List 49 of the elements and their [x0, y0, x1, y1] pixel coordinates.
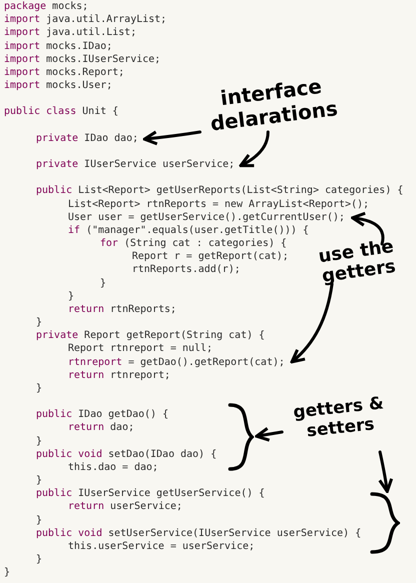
code-line: User user = getUserService().getCurrentUser(); — [68, 210, 345, 224]
code-line: Report r = getReport(cat); — [132, 250, 289, 264]
code-line: } — [36, 553, 42, 566]
code-line: public List<Report> getUserReports(List<String> categories) { — [36, 184, 404, 198]
arrow — [290, 282, 334, 364]
code-line: import java.util.ArrayList; — [4, 13, 167, 26]
code-line: package mocks; — [4, 0, 88, 13]
code-line: import mocks.User; — [4, 79, 112, 92]
code-line: } — [100, 276, 106, 290]
arrow — [143, 130, 202, 146]
arrow — [239, 130, 270, 168]
code-line: import mocks.Report; — [4, 66, 124, 79]
code-line: public IUserService getUserService() { — [36, 487, 265, 500]
code-line: import java.util.List; — [4, 26, 136, 40]
code-line: import mocks.IDao; — [4, 40, 112, 52]
code-line: } — [68, 290, 74, 303]
handwritten-note: getters & setters — [270, 391, 409, 445]
code-line: } — [36, 382, 42, 395]
code-line: } — [4, 566, 10, 580]
code-line: if ("manager".equals(user.getTitle())) { — [68, 224, 309, 237]
code-line: } — [36, 514, 42, 527]
code-line: return rtnReports; — [68, 302, 176, 316]
code-line: public void setDao(IDao dao) { — [36, 448, 217, 461]
code-line: return dao; — [68, 421, 134, 434]
code-line: return rtnreport; — [68, 368, 170, 382]
code-line: } — [36, 434, 42, 448]
handwritten-note: interface delarations — [182, 70, 362, 138]
code-line: Report rtnreport = null; — [68, 342, 212, 356]
code-line: for (String cat : categories) { — [100, 237, 287, 250]
arrow — [255, 426, 284, 442]
code-line: this.dao = dao; — [68, 460, 158, 474]
code-line: rtnReports.add(r); — [132, 263, 240, 276]
code-line: this.userService = userService; — [68, 540, 255, 553]
curly-brace — [228, 403, 254, 471]
code-line: import mocks.IUserService; — [4, 52, 161, 66]
code-line: private IUserService userService; — [36, 158, 235, 172]
code-line: rtnreport = getDao().getReport(cat); — [68, 356, 285, 369]
curly-brace — [370, 492, 400, 554]
code-line: } — [36, 474, 42, 488]
code-line: return userService; — [68, 500, 182, 514]
code-line: private IDao dao; — [36, 132, 138, 145]
code-line: public IDao getDao() { — [36, 408, 168, 422]
code-line: private Report getReport(String cat) { — [36, 329, 265, 342]
arrow — [378, 450, 393, 493]
code-line: public void setUserService(IUserService userService) { — [36, 526, 362, 540]
code-line: List<Report> rtnReports = new ArrayList<Report>(); — [68, 198, 370, 211]
code-line: public class Unit { — [4, 105, 118, 118]
handwritten-note: use the getters — [302, 234, 412, 290]
code-line: } — [36, 316, 42, 330]
